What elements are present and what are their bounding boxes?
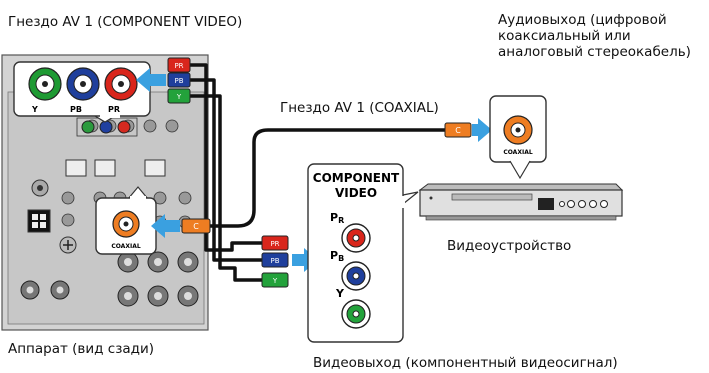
video-device [418, 183, 624, 221]
coax-plug-label-device: C [455, 126, 461, 135]
plug-pr-label: PR [174, 62, 183, 70]
label-video-device: Видеоустройство [447, 238, 572, 254]
receiver-component-jacks-callout: Y PB PR [13, 61, 151, 123]
label-audio-output: Аудиовыход (цифровой коаксиальный или ан… [498, 12, 691, 60]
receiver-jack-pb-label: PB [70, 105, 82, 114]
signal-arrows [136, 68, 492, 272]
label-receiver-rear: Аппарат (вид сзади) [8, 341, 155, 357]
receiver-jack-y [28, 67, 62, 101]
label-av1-component: Гнездо AV 1 (COMPONENT VIDEO) [8, 14, 243, 30]
receiver-coaxial-plug: C [181, 218, 211, 234]
device-coaxial-label: COAXIAL [503, 149, 532, 156]
plug-pb-label: PB [174, 77, 183, 85]
arrow-to-receiver-coaxial [151, 214, 180, 238]
component-cable [190, 63, 262, 282]
receiver-jack-pr-label: PR [108, 105, 120, 114]
arrow-to-device-component [292, 248, 318, 272]
arrow-to-receiver-component [136, 68, 166, 92]
receiver-jack-y-label: Y [31, 105, 38, 114]
receiver-component-plugs: PR PB Y [167, 57, 191, 104]
receiver-coaxial-label: COAXIAL [111, 243, 140, 250]
device-component-plugs: PR PB Y [261, 235, 289, 288]
device-audio-output-callout: COAXIAL [489, 95, 547, 180]
coax-plug-label-receiver: C [193, 222, 199, 231]
device-jack-y-label: Y [335, 287, 345, 300]
device-jack-y [341, 299, 371, 329]
label-av1-coaxial: Гнездо AV 1 (COAXIAL) [280, 100, 439, 116]
receiver-jack-pb [66, 67, 100, 101]
device-plug-pr-label: PR [270, 240, 279, 248]
device-jack-pb [341, 261, 371, 291]
device-jack-pr [341, 223, 371, 253]
plug-y-label: Y [176, 93, 182, 101]
arrow-to-device-coaxial [472, 118, 492, 142]
component-video-title-line1: COMPONENT [313, 171, 400, 185]
component-video-title-line2: VIDEO [335, 186, 377, 200]
coaxial-cable-receiver [210, 128, 445, 228]
device-plug-y-label: Y [272, 277, 278, 285]
device-coaxial-plug: C [444, 122, 472, 138]
receiver-coaxial-callout: COAXIAL [95, 186, 157, 255]
receiver-jack-pr [104, 67, 138, 101]
device-plug-pb-label: PB [270, 257, 279, 265]
device-component-video-callout: COMPONENT VIDEO PR PB Y [307, 163, 419, 343]
label-video-output: Видеовыход (компонентный видеосигнал) [313, 355, 618, 371]
